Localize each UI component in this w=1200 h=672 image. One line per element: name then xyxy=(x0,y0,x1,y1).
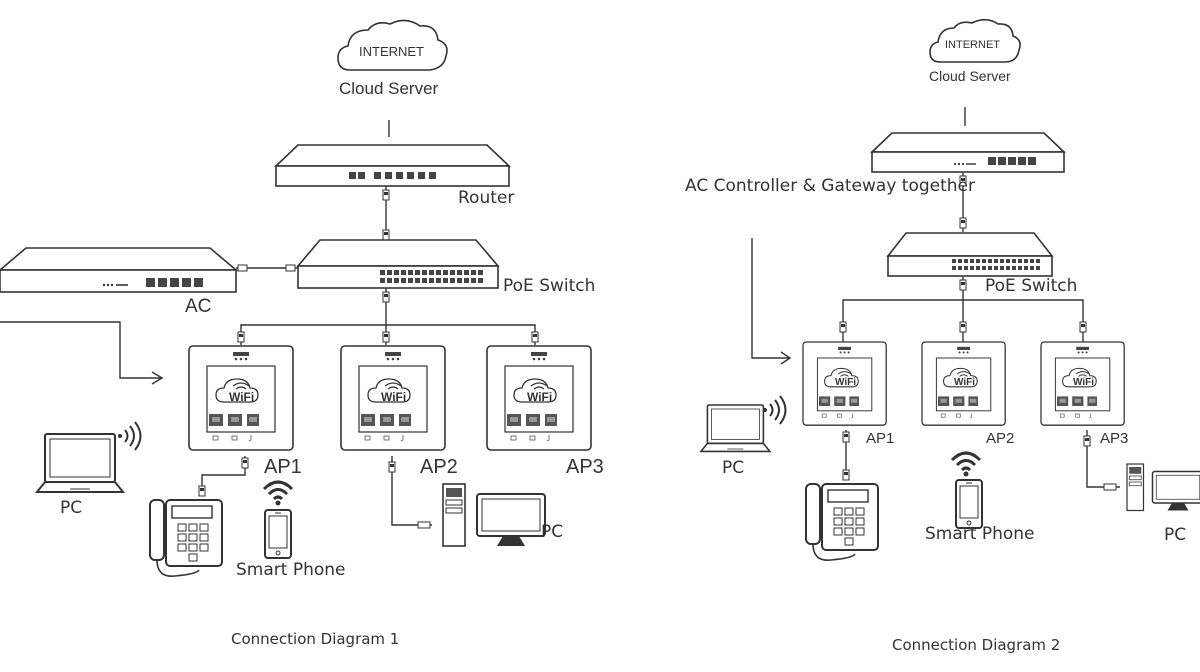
pc-left-label: PC xyxy=(60,498,83,518)
ap2-label: AP2 xyxy=(420,456,458,478)
ap2-label: AP2 xyxy=(986,430,1015,447)
rj45-plug-icon xyxy=(198,485,206,497)
rj45-plug-icon xyxy=(959,321,967,333)
wifi-badge-label: WiFi xyxy=(835,377,857,388)
rj45-plug-icon xyxy=(1083,435,1091,447)
wifi-signal-icon xyxy=(262,480,294,507)
internet-cloud-icon xyxy=(929,18,1021,63)
poe-switch-label: PoE Switch xyxy=(985,276,1078,296)
poe-switch-device xyxy=(296,239,500,289)
rj45-plug-icon xyxy=(241,457,249,469)
rj45-plug-icon xyxy=(842,431,850,443)
wifi-badge-label: WiFi xyxy=(1073,377,1095,388)
ac-label: AC xyxy=(185,296,212,317)
wifi-badge-label: WiFi xyxy=(954,377,976,388)
rj45-plug-icon xyxy=(839,321,847,333)
rj45-plug-icon xyxy=(382,291,390,303)
wireless-signal-icon xyxy=(117,421,142,451)
wifi-signal-icon xyxy=(950,451,982,478)
ap3-label: AP3 xyxy=(1100,430,1129,447)
rj45-plug-icon xyxy=(531,331,539,343)
wifi-badge-label: WiFi xyxy=(381,390,407,404)
poe-switch-label: PoE Switch xyxy=(503,276,596,296)
router-label: Router xyxy=(458,188,515,208)
smart-phone-label: Smart Phone xyxy=(925,524,1035,544)
desk-phone-icon xyxy=(805,483,879,562)
rj45-plug-icon xyxy=(382,331,390,343)
caption-diagram-1: Connection Diagram 1 xyxy=(231,630,400,648)
desk-phone-icon xyxy=(149,499,223,578)
ac-controller-device xyxy=(0,247,239,293)
smart-phone-icon xyxy=(264,509,292,559)
cloud-server-label: Cloud Server xyxy=(929,68,1011,84)
router-device xyxy=(274,144,511,187)
internet-label: INTERNET xyxy=(359,44,424,59)
rj45-plug-icon xyxy=(959,279,967,291)
pc-left-label: PC xyxy=(722,458,745,478)
wireless-signal-icon xyxy=(762,395,787,425)
ap1-label: AP1 xyxy=(264,456,302,478)
rj45-plug-icon xyxy=(842,469,850,481)
ac-gateway-device xyxy=(869,132,1067,173)
laptop-icon xyxy=(36,433,124,493)
rj45-plug-icon xyxy=(382,189,390,201)
desktop-pc-icon xyxy=(442,483,546,547)
wifi-badge-label: WiFi xyxy=(527,390,553,404)
smart-phone-icon xyxy=(955,479,983,529)
gateway-label: AC Controller & Gateway together xyxy=(685,176,975,196)
cloud-server-label: Cloud Server xyxy=(339,79,439,98)
laptop-icon xyxy=(700,404,771,453)
smart-phone-label: Smart Phone xyxy=(236,560,346,580)
caption-diagram-2: Connection Diagram 2 xyxy=(892,636,1061,654)
rj45-plug-icon xyxy=(237,331,245,343)
poe-switch-device xyxy=(886,232,1054,277)
desktop-pc-icon xyxy=(1126,463,1200,512)
rj45-plug-icon xyxy=(1079,321,1087,333)
internet-cloud-icon xyxy=(337,19,448,71)
pc-right-label: PC xyxy=(1164,525,1187,545)
ap1-label: AP1 xyxy=(866,430,895,447)
ap3-label: AP3 xyxy=(566,456,604,478)
rj45-plug-icon xyxy=(382,229,390,241)
wifi-badge-label: WiFi xyxy=(229,390,255,404)
rj45-plug-icon xyxy=(959,217,967,229)
rj45-plug-icon xyxy=(388,461,396,473)
pc-right-label: PC xyxy=(541,522,564,542)
internet-label: INTERNET xyxy=(945,39,1000,51)
